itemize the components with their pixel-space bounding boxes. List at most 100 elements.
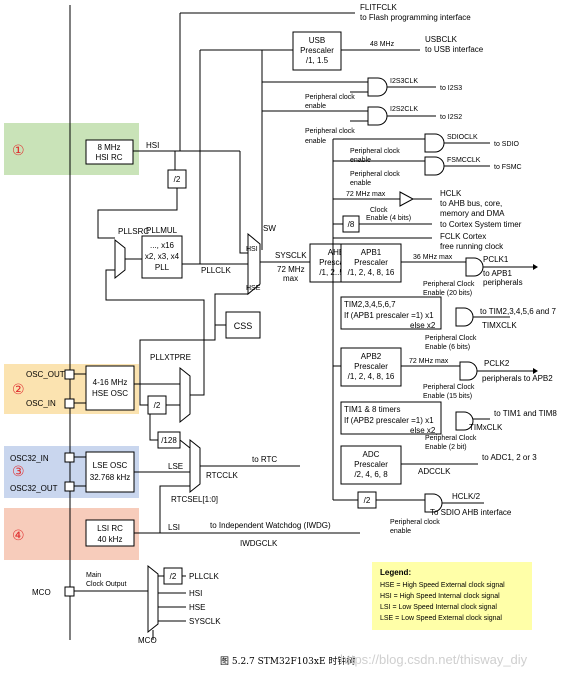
apb1-enable-1: Peripheral Clock <box>423 281 475 288</box>
flitfclk-label: FLITFCLK <box>360 3 398 12</box>
hclk-desc-1: to AHB bus, core, <box>440 199 502 208</box>
region-4-number: ④ <box>12 527 25 543</box>
tim2-enable-1: Peripheral Clock <box>425 435 477 442</box>
iwdgclk-label: IWDGCLK <box>240 539 278 548</box>
i2s3-enable-1: Peripheral clock <box>305 94 355 101</box>
osc32-out-label: OSC32_OUT <box>10 484 58 493</box>
ahb-max72: 72 MHz max <box>346 191 386 198</box>
hse-osc-box <box>85 365 135 411</box>
osc-out-label: OSC_OUT <box>26 370 65 379</box>
to-i2s2: to I2S2 <box>440 114 462 121</box>
pllsrc-label: PLLSRC <box>118 227 149 236</box>
hse-to-css <box>214 293 248 326</box>
sysclk-label: SYSCLK <box>275 251 307 260</box>
to-sdio: to SDIO <box>494 141 519 148</box>
hclk-desc-2: memory and DMA <box>440 209 505 218</box>
hse-to-div2 <box>139 384 148 406</box>
pllxtpre-to-pllsrc <box>105 269 205 396</box>
hclk2-label: HCLK/2 <box>452 492 481 501</box>
apb2-enable-2: Enable (15 bits) <box>423 393 472 400</box>
usb-prescaler-line1: USB <box>309 36 325 45</box>
usbclk-label: USBCLK <box>425 35 458 44</box>
clock-enable-2: Enable (4 bits) <box>366 215 411 222</box>
i2s2-enable-2: enable <box>305 138 326 145</box>
figure-caption: 图 5.2.7 STM32F103xE 时钟树 <box>220 655 355 667</box>
flitf-desc: to Flash programming interface <box>360 13 471 22</box>
fsmcclk-label: FSMCCLK <box>447 157 481 164</box>
hclk2-desc: To SDIO AHB interface <box>430 508 512 517</box>
watermark: https://blog.csdn.net/thisway_diy <box>340 652 528 667</box>
rtcsel-mux <box>189 438 201 494</box>
legend-box <box>372 562 532 630</box>
pllxtpre-mux <box>179 366 191 424</box>
osc-in-pin <box>64 398 75 409</box>
sysclk-max2: max <box>283 274 298 283</box>
mco-pin <box>64 586 75 597</box>
mco-sysclk: SYSCLK <box>189 617 221 626</box>
fsmc-gate <box>424 156 445 176</box>
legend-item-2: HSI = High Speed Internal clock signal <box>380 593 500 600</box>
apb2-timer-box <box>340 401 442 435</box>
i2s2-enable-1: Peripheral clock <box>305 128 355 135</box>
lse-label: LSE <box>168 462 183 471</box>
ahb-line2: Prescaler <box>319 258 353 267</box>
hsi-box-line2: HSI RC <box>95 153 122 162</box>
usb-freq: 48 MHz <box>370 41 395 48</box>
apb2-max72: 72 MHz max <box>409 358 449 365</box>
pll-box-line2: x2, x3, x4 <box>145 252 180 261</box>
sw-hsi: HSI <box>246 246 258 253</box>
hse-to-div128 <box>149 414 158 441</box>
ahb-line3: /1, 2..512 <box>319 268 353 277</box>
timx2-label: TIMxCLK <box>469 423 503 432</box>
sw-hse: HSE <box>246 285 261 292</box>
tim2-desc: to TIM1 and TIM8 <box>494 409 557 418</box>
lsi-box-line2: 40 kHz <box>98 535 123 544</box>
css-label: CSS <box>234 321 253 331</box>
lse-osc-box <box>85 451 135 493</box>
mco-mux <box>147 564 159 634</box>
apb2-else: else x2 <box>410 426 436 435</box>
tim1-enable-2: Enable (6 bits) <box>425 344 470 351</box>
hsi-div2-to-pllsrc <box>97 188 178 239</box>
mco-hsi: HSI <box>189 589 202 598</box>
lse-box-line1: LSE OSC <box>93 461 128 470</box>
rtcclk-label: RTCCLK <box>206 471 239 480</box>
legend-title: Legend: <box>380 568 411 577</box>
i2s2-gate <box>367 106 388 126</box>
mco-hse: HSE <box>189 603 205 612</box>
hclk2-enable-1: Peripheral clock <box>390 519 440 526</box>
usb-prescaler-line3: /1, 1.5 <box>306 56 329 65</box>
osc32-out-pin <box>64 481 75 492</box>
usb-prescaler-box <box>292 31 342 71</box>
lsi-to-rtcmux <box>159 485 190 533</box>
apb1-timer-box <box>340 296 442 330</box>
mco-label-2: Clock Output <box>86 581 127 588</box>
usb-prescaler-line2: Prescaler <box>300 46 334 55</box>
hsi-rc-box <box>85 139 134 165</box>
osc32-in-pin <box>64 452 75 463</box>
pclk1-label: PCLK1 <box>483 255 509 264</box>
tim1-enable-1: Peripheral Clock <box>425 335 477 342</box>
apb2-line1: APB2 <box>361 352 382 361</box>
pclk1-arrow <box>533 264 538 270</box>
timx2-gate <box>455 411 474 431</box>
timx1-label: TIMXCLK <box>482 321 517 330</box>
apb2-line2: Prescaler <box>354 362 388 371</box>
apb1-enable-2: Enable (20 bits) <box>423 290 472 297</box>
fsmc-enable-2: enable <box>350 180 371 187</box>
hclk-label: HCLK <box>440 189 462 198</box>
apb1-prescaler-box <box>340 243 402 283</box>
apb1-line2: Prescaler <box>354 258 388 267</box>
i2s3-gate <box>367 77 388 97</box>
hsi-label: HSI <box>146 141 159 150</box>
sw-label: SW <box>263 224 276 233</box>
tim1-desc: to TIM2,3,4,5,6 and 7 <box>480 307 556 316</box>
mco-sel-label: MCO <box>138 636 157 645</box>
legend-item-4: LSE = Low Speed External clock signal <box>380 615 502 622</box>
apb1-line3: /1, 2, 4, 8, 16 <box>348 268 395 277</box>
adc-line1: ADC <box>363 450 380 459</box>
apb1-max36: 36 MHz max <box>413 254 453 261</box>
apb2-prescaler-box <box>340 347 402 387</box>
region-2-number: ② <box>12 381 25 397</box>
hse-div2-label: /2 <box>154 401 161 410</box>
